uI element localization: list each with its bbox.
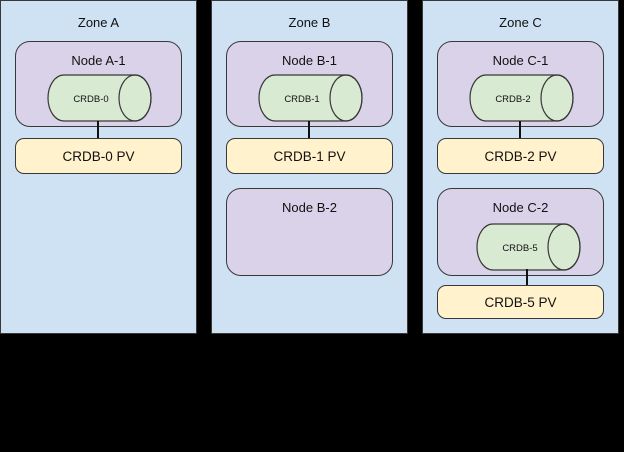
crdb-5-label: CRDB-5: [502, 243, 537, 254]
crdb-2-pv-box: CRDB-2 PV: [437, 138, 604, 174]
crdb-5-cylinder-icon: CRDB-5: [476, 223, 581, 271]
crdb-1-label: CRDB-1: [284, 94, 319, 105]
node-b1-title: Node B-1: [282, 53, 337, 68]
zone-a-title: Zone A: [77, 15, 120, 30]
connector-line: [519, 121, 521, 139]
crdb-5-pv-box: CRDB-5 PV: [437, 285, 604, 319]
node-b2-title: Node B-2: [282, 200, 337, 215]
node-a1-title: Node A-1: [71, 53, 126, 68]
crdb-2-label: CRDB-2: [495, 94, 530, 105]
node-b1-box: Node B-1 CRDB-1: [226, 41, 393, 127]
node-b2-box: Node B-2: [226, 188, 393, 276]
crdb-2-cylinder-icon: CRDB-2: [469, 74, 574, 122]
zone-b-title: Zone B: [288, 15, 331, 30]
crdb-0-pv-box: CRDB-0 PV: [15, 138, 182, 174]
zone-a: Zone A Node A-1 CRDB-0 CRDB-0 PV: [0, 0, 197, 334]
connector-line: [526, 269, 528, 286]
zone-b: Zone B Node B-1 CRDB-1 CRDB-1 PV Node B-…: [211, 0, 408, 334]
node-c2-title: Node C-2: [492, 200, 549, 215]
connector-line: [97, 121, 99, 139]
crdb-0-cylinder-icon: CRDB-0: [47, 74, 152, 122]
crdb-1-pv-box: CRDB-1 PV: [226, 138, 393, 174]
node-c1-title: Node C-1: [492, 53, 549, 68]
connector-line: [308, 121, 310, 139]
zone-c-title: Zone C: [499, 15, 542, 30]
zone-c: Zone C Node C-1 CRDB-2 CRDB-2 PV Node C-…: [422, 0, 619, 334]
crdb-1-cylinder-icon: CRDB-1: [258, 74, 363, 122]
node-c1-box: Node C-1 CRDB-2: [437, 41, 604, 127]
node-a1-box: Node A-1 CRDB-0: [15, 41, 182, 127]
node-c2-box: Node C-2 CRDB-5: [437, 188, 604, 276]
crdb-0-label: CRDB-0: [73, 94, 108, 105]
